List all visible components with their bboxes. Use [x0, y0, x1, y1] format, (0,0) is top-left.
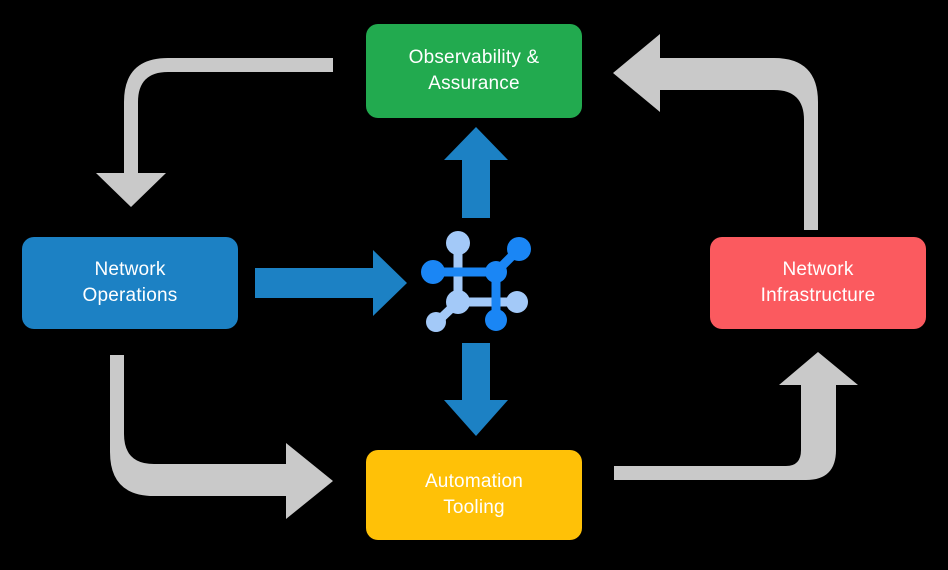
node-box-network-operations[interactable]: Network Operations	[22, 237, 238, 329]
connector-infrastructure-to-observability	[613, 34, 818, 230]
network-topology-icon	[421, 231, 531, 332]
connector-observability-to-operations	[96, 58, 333, 207]
connector-operations-to-automation	[110, 355, 333, 519]
connector-center-to-observability	[444, 127, 508, 218]
node-box-automation-tooling[interactable]: Automation Tooling	[366, 450, 582, 540]
connector-operations-to-center	[255, 250, 407, 316]
connector-automation-to-infrastructure	[614, 352, 858, 480]
node-box-observability[interactable]: Observability & Assurance	[366, 24, 582, 118]
connector-center-to-automation	[444, 343, 508, 436]
node-box-network-infrastructure[interactable]: Network Infrastructure	[710, 237, 926, 329]
